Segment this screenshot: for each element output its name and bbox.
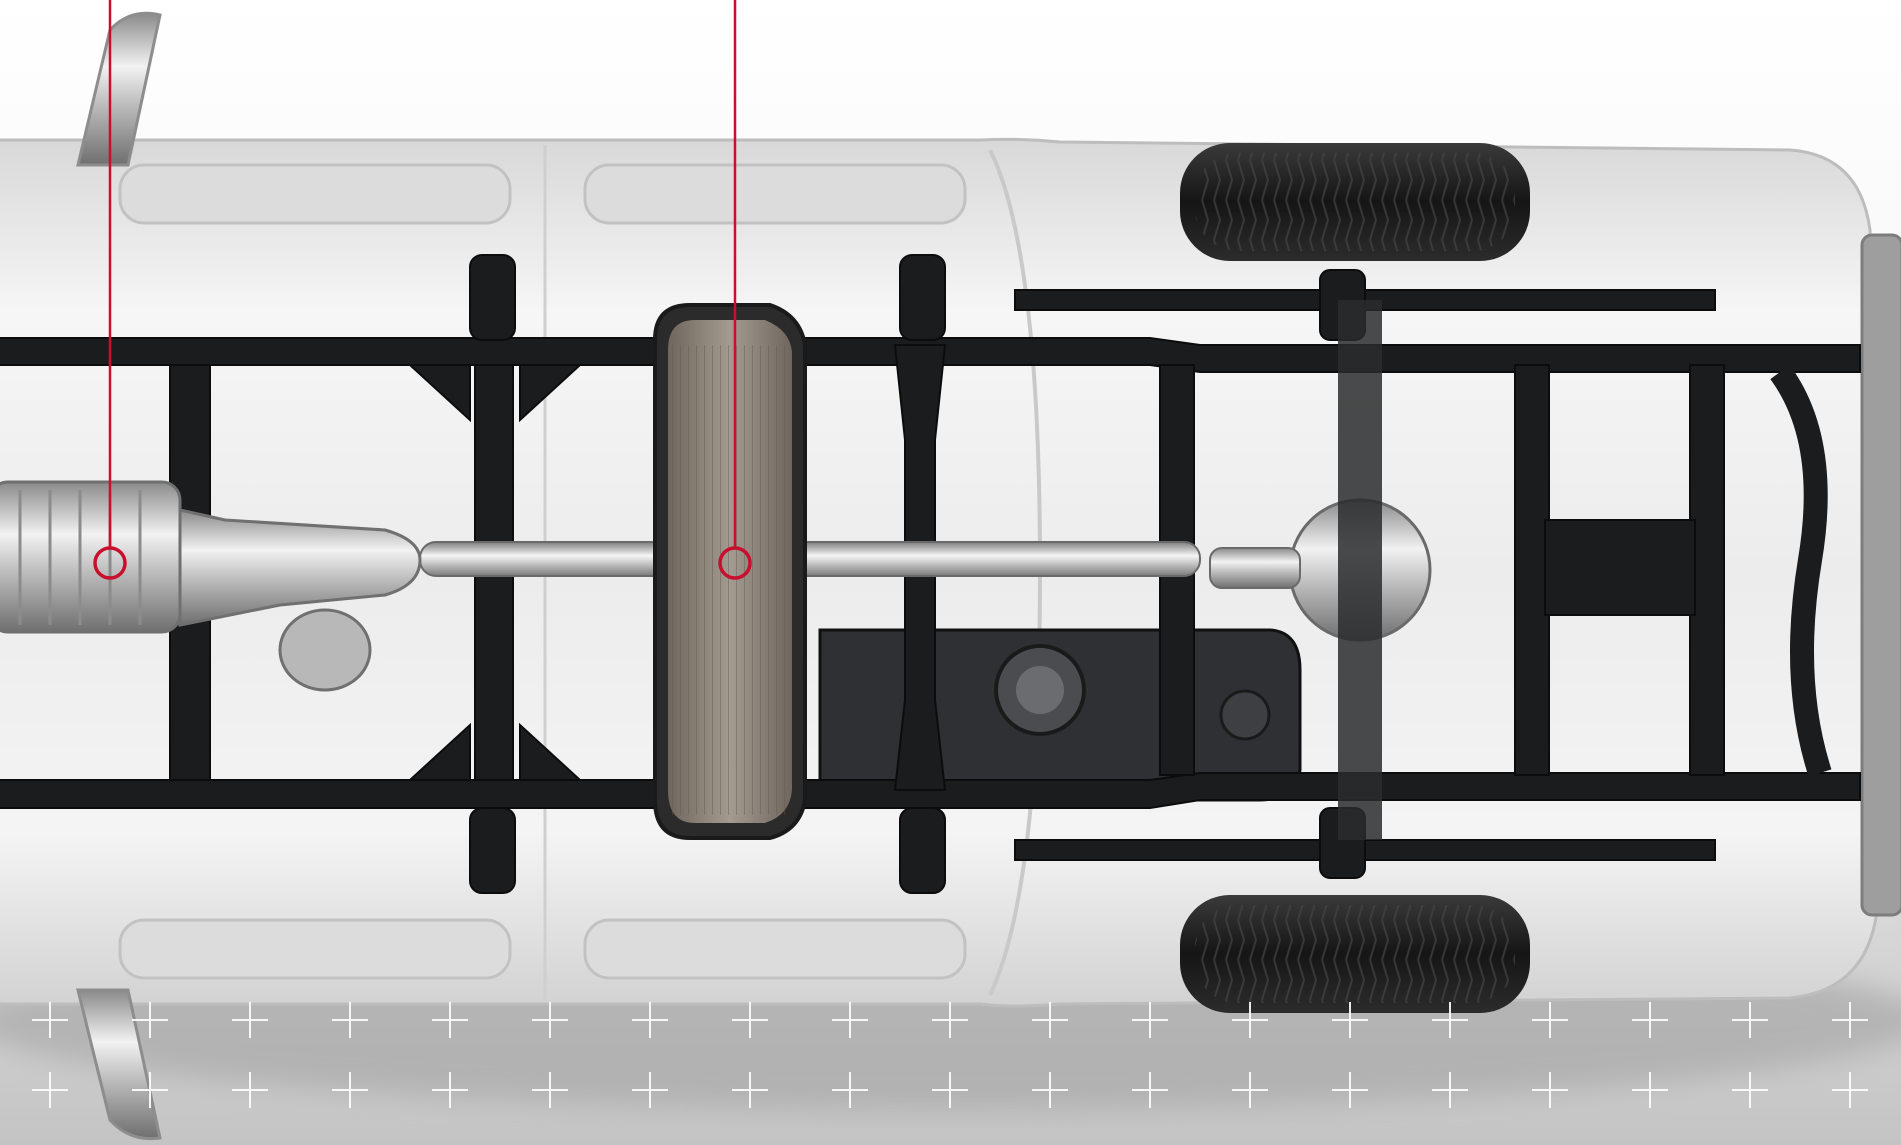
transmission-assembly <box>0 480 422 692</box>
callout-hybrid-battery-pack <box>718 0 752 580</box>
drive-shaft <box>419 300 1432 840</box>
callout-transmission <box>93 0 127 580</box>
floor-grid <box>32 1002 1868 1108</box>
hybrid-battery-pack <box>653 303 807 840</box>
rear-tires <box>1180 143 1530 1013</box>
callout-marker <box>93 546 127 580</box>
callout-marker <box>718 546 752 580</box>
